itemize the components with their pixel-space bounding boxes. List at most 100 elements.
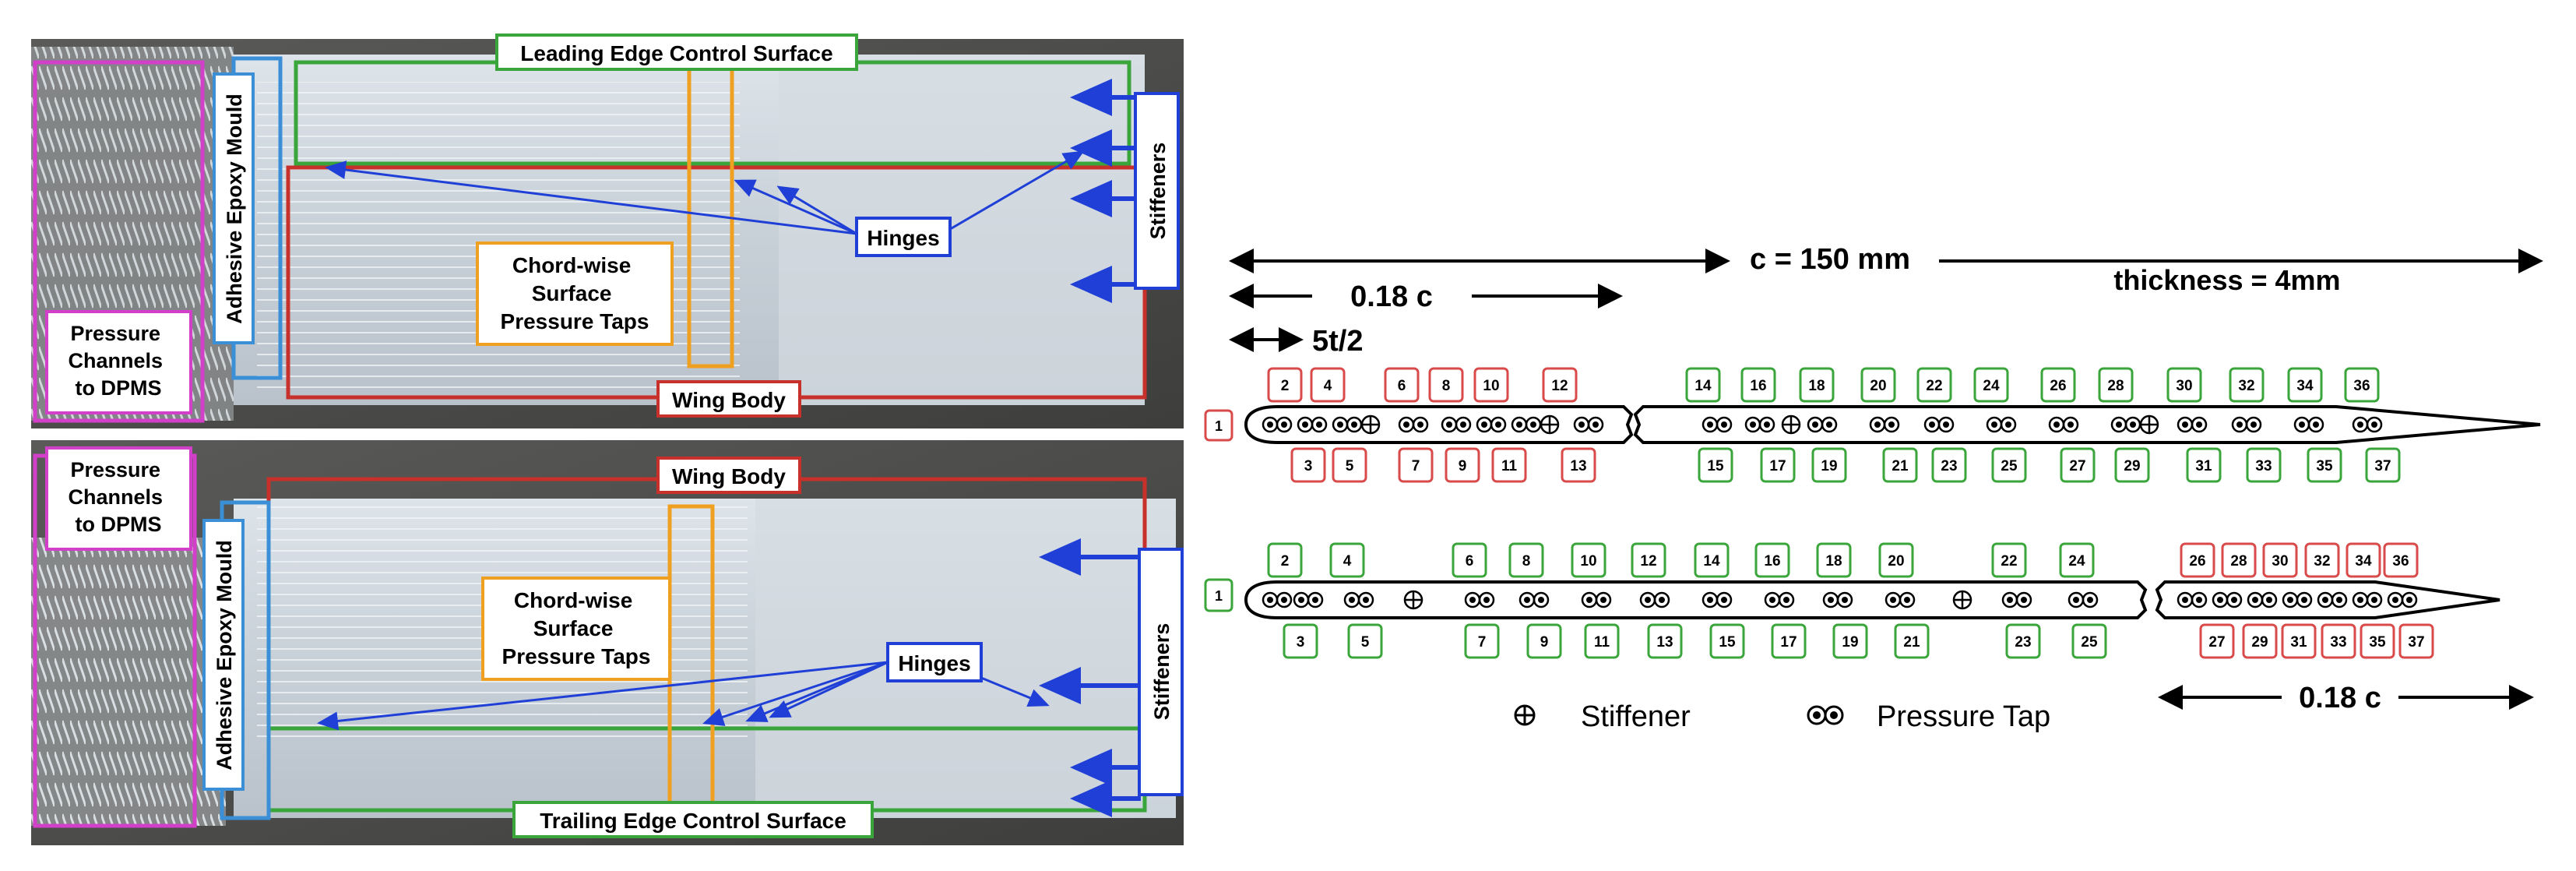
tap-label-bottom-23: 23 <box>2015 634 2031 651</box>
legend: Stiffener Pressure Tap <box>1514 700 2050 733</box>
tap-label-bottom-19: 19 <box>1842 634 1858 651</box>
tap-label-top-16-box <box>1740 367 1776 403</box>
tap-label-top-15: 15 <box>1707 458 1724 474</box>
pressure-tap-bottom <box>2247 591 2278 608</box>
tap-label-bottom-17-box <box>1771 623 1807 659</box>
pressure-tap-bottom <box>2352 591 2383 608</box>
epoxy-label-top: Adhesive Epoxy Mould <box>223 93 246 324</box>
hinges-label-top: Hinges <box>867 226 939 250</box>
tap-label-top-27-box <box>2060 447 2096 483</box>
tap-label-bottom-12: 12 <box>1640 553 1656 570</box>
tap-label-top-7-box <box>1398 447 1434 483</box>
airfoil-top <box>1244 405 2541 444</box>
pressure-tap-top <box>1511 416 1542 433</box>
tap-label-bottom-21: 21 <box>1903 634 1920 651</box>
pressure-tap-top <box>1573 416 1604 433</box>
tap-label-bottom-33: 33 <box>2330 634 2346 651</box>
tap-label-top-36: 36 <box>2353 378 2370 394</box>
tap-label-top-14: 14 <box>1694 378 1712 394</box>
tap-label-top-28-box <box>2098 367 2134 403</box>
tap-label-top-14-box <box>1685 367 1721 403</box>
tap-label-top-32: 32 <box>2238 378 2254 394</box>
tap-label-bottom-31: 31 <box>2290 634 2307 651</box>
tap-label-bottom-22: 22 <box>2001 553 2017 570</box>
tap-label-top-4: 4 <box>1324 378 1332 394</box>
tap-label-top-22: 22 <box>1926 378 1942 394</box>
tap-label-top-12-box <box>1542 367 1578 403</box>
tap-label-bottom-26-box <box>2180 542 2215 578</box>
tap-label-top-30-box <box>2166 367 2202 403</box>
te-span-label: 0.18 c <box>2299 682 2381 714</box>
pressure-tap-top <box>2177 416 2208 433</box>
tap-label-top-23: 23 <box>1941 458 1957 474</box>
tap-label-top-37-box <box>2365 447 2401 483</box>
tap-label-top-4-box <box>1310 367 1346 403</box>
tap-label-top-25-box <box>1991 447 2027 483</box>
hinges-label-bottom: Hinges <box>898 651 970 675</box>
trailing-edge-label-box <box>512 801 874 838</box>
tap-label-top-8-box <box>1428 367 1464 403</box>
tap-label-top-8: 8 <box>1442 378 1451 394</box>
tap-label-top-16: 16 <box>1750 378 1766 394</box>
tap-label-top-9-box <box>1445 447 1480 483</box>
tap-label-bottom-34: 34 <box>2355 553 2372 570</box>
epoxy-label-bottom: Adhesive Epoxy Mould <box>213 540 236 770</box>
tap-markers-bottom <box>1262 590 2418 610</box>
tap-label-top-15-box <box>1698 447 1733 483</box>
taps-label-box-top <box>476 242 674 346</box>
tap-label-first-bottom-box <box>1204 578 1233 612</box>
tap-label-bottom-20-box <box>1878 542 1914 578</box>
chord-label: c = 150 mm <box>1750 243 1910 276</box>
tap-label-top-35: 35 <box>2316 458 2333 474</box>
tap-label-bottom-8: 8 <box>1522 553 1531 570</box>
tap-label-bottom-31-box <box>2281 623 2317 659</box>
tap-label-bottom-27-box <box>2199 623 2235 659</box>
tap-label-bottom-26: 26 <box>2189 553 2205 570</box>
pressure-tap-top <box>1441 416 1472 433</box>
pressure-tap-bottom <box>1701 591 1733 608</box>
wing-body-label-box-bottom <box>656 457 801 494</box>
stiffener-top <box>2139 414 2159 435</box>
tap-label-top-34-box <box>2287 367 2323 403</box>
tap-label-bottom-11-box <box>1584 623 1620 659</box>
tap-label-bottom-29: 29 <box>2251 634 2268 651</box>
tap-label-bottom-24-box <box>2059 542 2095 578</box>
stiffeners-label-box-top <box>1134 92 1180 290</box>
tap-label-bottom-29-box <box>2242 623 2278 659</box>
tap-label-first-bottom: 1 <box>1215 588 1223 604</box>
tap-label-top-5: 5 <box>1346 458 1354 474</box>
tap-label-top-13: 13 <box>1570 458 1586 474</box>
pressure-tap-top <box>1869 416 1900 433</box>
pressure-tap-bottom <box>1884 591 1916 608</box>
tap-label-top-2-box <box>1267 367 1303 403</box>
tap-label-top-31-box <box>2186 447 2222 483</box>
pressure-tap-bottom <box>2212 591 2243 608</box>
stiffener-top <box>1360 414 1381 435</box>
tap-label-bottom-28-box <box>2221 542 2257 578</box>
tap-label-top-21: 21 <box>1892 458 1909 474</box>
pressure-tap-top <box>2231 416 2262 433</box>
tap-label-bottom-35-box <box>2360 623 2395 659</box>
pressure-tap-bottom <box>1519 591 1550 608</box>
tap-label-top-7: 7 <box>1412 458 1420 474</box>
hinge-arrows-bottom <box>317 661 1050 731</box>
tap-label-bottom-10-box <box>1571 542 1606 578</box>
tap-label-bottom-25-box <box>2071 623 2107 659</box>
tap-label-bottom-37: 37 <box>2408 634 2424 651</box>
pressure-tap-bottom <box>1293 591 1324 608</box>
tap-label-bottom-18-box <box>1816 542 1852 578</box>
tap-label-bottom-30-box <box>2262 542 2298 578</box>
tap-label-top-11-box <box>1491 447 1527 483</box>
tap-label-bottom-33-box <box>2321 623 2356 659</box>
wing-body-label-top: Wing Body <box>672 388 786 412</box>
tap-label-top-6: 6 <box>1398 378 1406 394</box>
epoxy-label-box-bottom <box>202 519 245 791</box>
tap-label-bottom-19-box <box>1832 623 1868 659</box>
tap-label-first-top: 1 <box>1215 418 1223 434</box>
pressure-tap-top <box>1262 416 1293 433</box>
tap-label-top-5-box <box>1332 447 1367 483</box>
tap-label-bottom-28: 28 <box>2230 553 2247 570</box>
tap-label-top-17: 17 <box>1769 458 1786 474</box>
tap-label-top-26-box <box>2040 367 2076 403</box>
